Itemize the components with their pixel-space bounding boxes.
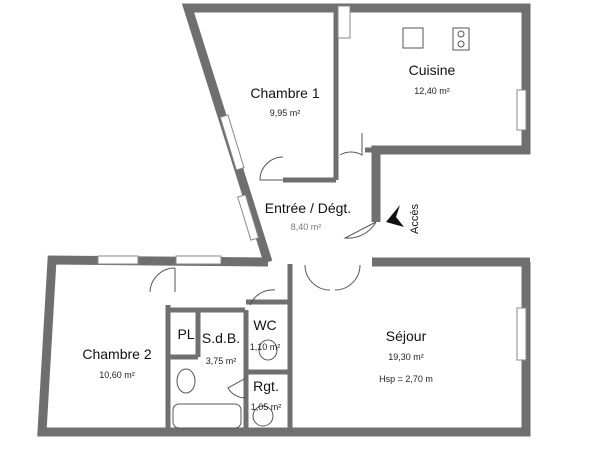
- window-chambre2-b: [175, 255, 222, 265]
- washbasin-icon: [176, 368, 196, 394]
- stove-burner-icon: [457, 30, 465, 38]
- window-chambre2-a: [97, 255, 139, 265]
- rgt-label: Rgt.: [253, 378, 279, 394]
- toilet-icon: [258, 339, 278, 361]
- wc-area: 1,10 m²: [249, 342, 281, 352]
- window-entree: [237, 194, 260, 241]
- wc-label: WC: [253, 317, 277, 333]
- access-arrow-icon: [386, 205, 404, 227]
- door-entrance[interactable]: [343, 221, 377, 239]
- door-wc[interactable]: [249, 289, 276, 306]
- window-cuisine: [516, 89, 527, 131]
- stove-icon: [452, 27, 470, 51]
- entree-area: 8,40 m²: [290, 222, 322, 232]
- pl-label: PL: [177, 326, 195, 342]
- cuisine-area: 12,40 m²: [414, 86, 450, 96]
- bathtub-icon: [172, 403, 242, 429]
- door-rgt[interactable]: [227, 377, 247, 399]
- door-sejour[interactable]: [304, 264, 361, 291]
- access-label: Accès: [409, 204, 421, 234]
- entree-label: Entrée / Dégt.: [264, 200, 352, 216]
- chambre2-area: 10,60 m²: [99, 370, 135, 380]
- window-sejour: [516, 307, 527, 361]
- stove-burner-icon: [457, 40, 465, 48]
- window-top: [337, 5, 351, 39]
- sejour-height: Hsp = 2,70 m: [379, 374, 433, 384]
- water-heater-icon: [252, 405, 274, 427]
- sdb-label: S.d.B.: [201, 330, 241, 346]
- sink-icon: [402, 27, 424, 49]
- sejour-area: 19,30 m²: [388, 352, 424, 362]
- cuisine-label: Cuisine: [408, 62, 456, 78]
- sdb-area: 3,75 m²: [205, 356, 237, 366]
- wall-chambre1-left: [181, 3, 531, 264]
- door-cuisine[interactable]: [339, 133, 363, 156]
- chambre1-area: 9,95 m²: [269, 108, 301, 118]
- chambre1-label: Chambre 1: [250, 85, 320, 101]
- window-chambre1: [219, 114, 245, 171]
- door-chambre1[interactable]: [259, 156, 284, 181]
- chambre2-label: Chambre 2: [82, 346, 152, 362]
- door-chambre2[interactable]: [149, 267, 176, 293]
- rgt-area: 1,05 m²: [250, 402, 282, 412]
- sejour-label: Séjour: [385, 328, 427, 344]
